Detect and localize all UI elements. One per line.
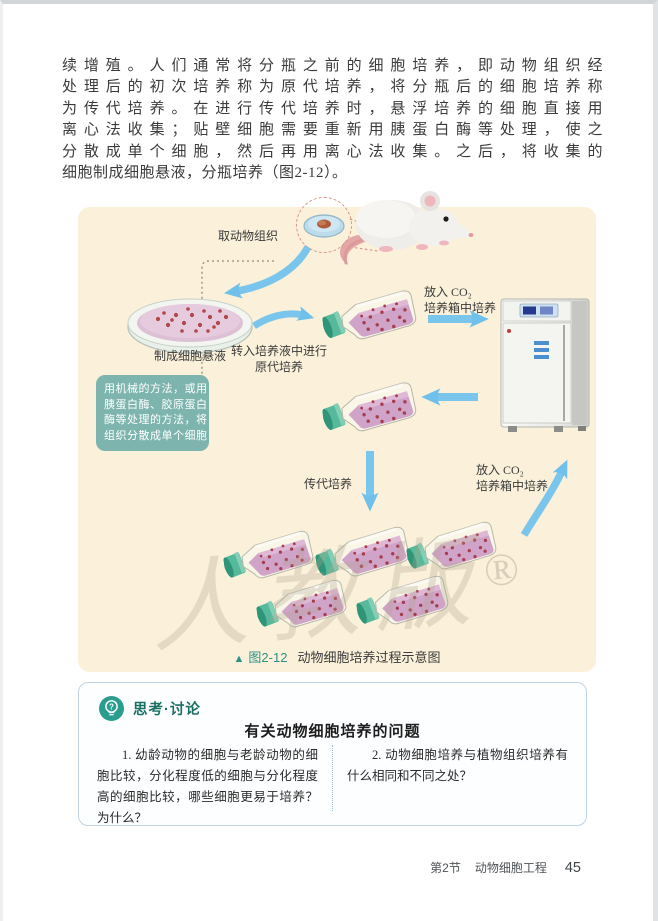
label-co2-incubate-1: 放入 CO₂ 培养箱中培养 [424, 284, 496, 316]
intro-line: 续增殖。人们通常将分瓶之前的细胞培养，即动物组织经 [62, 58, 603, 74]
callout-line: 酶等处理的方法，将 [104, 414, 208, 426]
culture-flask-icon [319, 281, 420, 346]
caption-figure-number: 图2-12 [248, 650, 288, 665]
question-1: 1. 幼龄动物的细胞与老龄动物的细胞比较，分化程度低的细胞与分化程度高的细胞比较… [97, 745, 333, 825]
label-co2-incubate-2: 放入 CO₂ 培养箱中培养 [476, 462, 548, 494]
callout-line: 用机械的方法，或用 [104, 383, 208, 395]
label-subculture: 传代培养 [304, 477, 353, 491]
caption-text: 动物细胞培养过程示意图 [297, 650, 441, 665]
dissociation-callout-box: 用机械的方法，或用 胰蛋白酶、胶原蛋白 酶等处理的方法，将 组织分散成单个细胞 [96, 375, 209, 451]
footer-page-number: 45 [564, 860, 581, 876]
label-co2-line2: 培养箱中培养 [476, 479, 549, 493]
label-primary-culture-line2: 原代培养 [254, 360, 303, 374]
discussion-title: 思考·讨论 [133, 702, 201, 718]
think-discuss-box: ? 思考·讨论 有关动物细胞培养的问题 1. 幼龄动物的细胞与老龄动物的细胞比较… [78, 682, 587, 826]
label-primary-culture-line1: 转入培养液中进行 [230, 344, 327, 358]
figure-caption: ▲图2-12 动物细胞培养过程示意图 [78, 647, 596, 666]
tissue-dish-icon [303, 214, 345, 238]
caption-triangle-icon: ▲ [233, 653, 245, 665]
intro-line: 处理后的初次培养称为原代培养，将分瓶后的细胞培养称 [62, 79, 603, 96]
label-co2-line2: 培养箱中培养 [424, 301, 497, 315]
intro-paragraph: 续增殖。人们通常将分瓶之前的细胞培养，即动物组织经 处理后的初次培养称为原代培养… [62, 56, 603, 184]
label-co2-line1: 放入 CO₂ [476, 463, 524, 477]
page-footer: 第2节 动物细胞工程 45 [430, 859, 581, 876]
mouse-icon [340, 191, 474, 265]
dotted-connector-icon [201, 260, 274, 374]
intro-line: 为传代培养。在进行传代培养时，悬浮培养的细胞直接用 [62, 100, 603, 117]
figure-2-12-panel: 取动物组织 制成细胞悬液 转入培养液中进行 原代培养 用机械的方法，或用 胰 [78, 191, 596, 672]
culture-flask-icon [403, 513, 501, 577]
discussion-heading: 有关动物细胞培养的问题 [244, 723, 421, 740]
footer-section: 第2节 [430, 861, 461, 875]
petri-dish-icon [127, 298, 253, 354]
question-2: 2. 动物细胞培养与植物组织培养有什么相同和不同之处？ [333, 745, 568, 811]
lightbulb-icon: ? [99, 696, 124, 721]
callout-line: 组织分散成单个细胞 [104, 429, 208, 442]
svg-text:?: ? [109, 702, 114, 711]
tissue-zoom-circle [296, 197, 352, 253]
arrow-flasks-to-incubator-icon [520, 459, 568, 537]
label-co2-line1: 放入 CO₂ [424, 285, 472, 299]
discussion-header: ? 思考·讨论 [99, 696, 201, 721]
question-2-text: 2. 动物细胞培养与植物组织培养有什么相同和不同之处？ [347, 748, 568, 783]
intro-line: 离心法收集；贴壁细胞需要重新用胰蛋白酶等处理，使之 [62, 122, 603, 139]
intro-line: 细胞制成细胞悬液，分瓶培养（图2-12）。 [62, 165, 348, 182]
culture-flask-icon [353, 566, 453, 631]
discussion-questions: 1. 幼龄动物的细胞与老龄动物的细胞比较，分化程度低的细胞与分化程度高的细胞比较… [97, 745, 568, 825]
culture-flask-icon [253, 571, 351, 635]
flow-arrows-icon [201, 218, 568, 537]
arrow-dish-to-flask-icon [252, 306, 315, 329]
footer-chapter-title: 动物细胞工程 [474, 861, 547, 875]
co2-incubator-icon [500, 298, 590, 432]
label-make-suspension: 制成细胞悬液 [153, 349, 226, 363]
label-take-tissue: 取动物组织 [218, 229, 279, 243]
label-primary-culture: 转入培养液中进行 原代培养 [212, 343, 346, 375]
callout-line: 胰蛋白酶、胶原蛋白 [104, 398, 208, 411]
arrow-tissue-to-dish-icon [223, 245, 312, 299]
intro-line: 分散成单个细胞，然后再用离心法收集。之后，将收集的 [62, 143, 603, 160]
culture-flask-icon [319, 373, 420, 438]
question-1-text: 1. 幼龄动物的细胞与老龄动物的细胞比较，分化程度低的细胞与分化程度高的细胞比较… [97, 748, 318, 825]
